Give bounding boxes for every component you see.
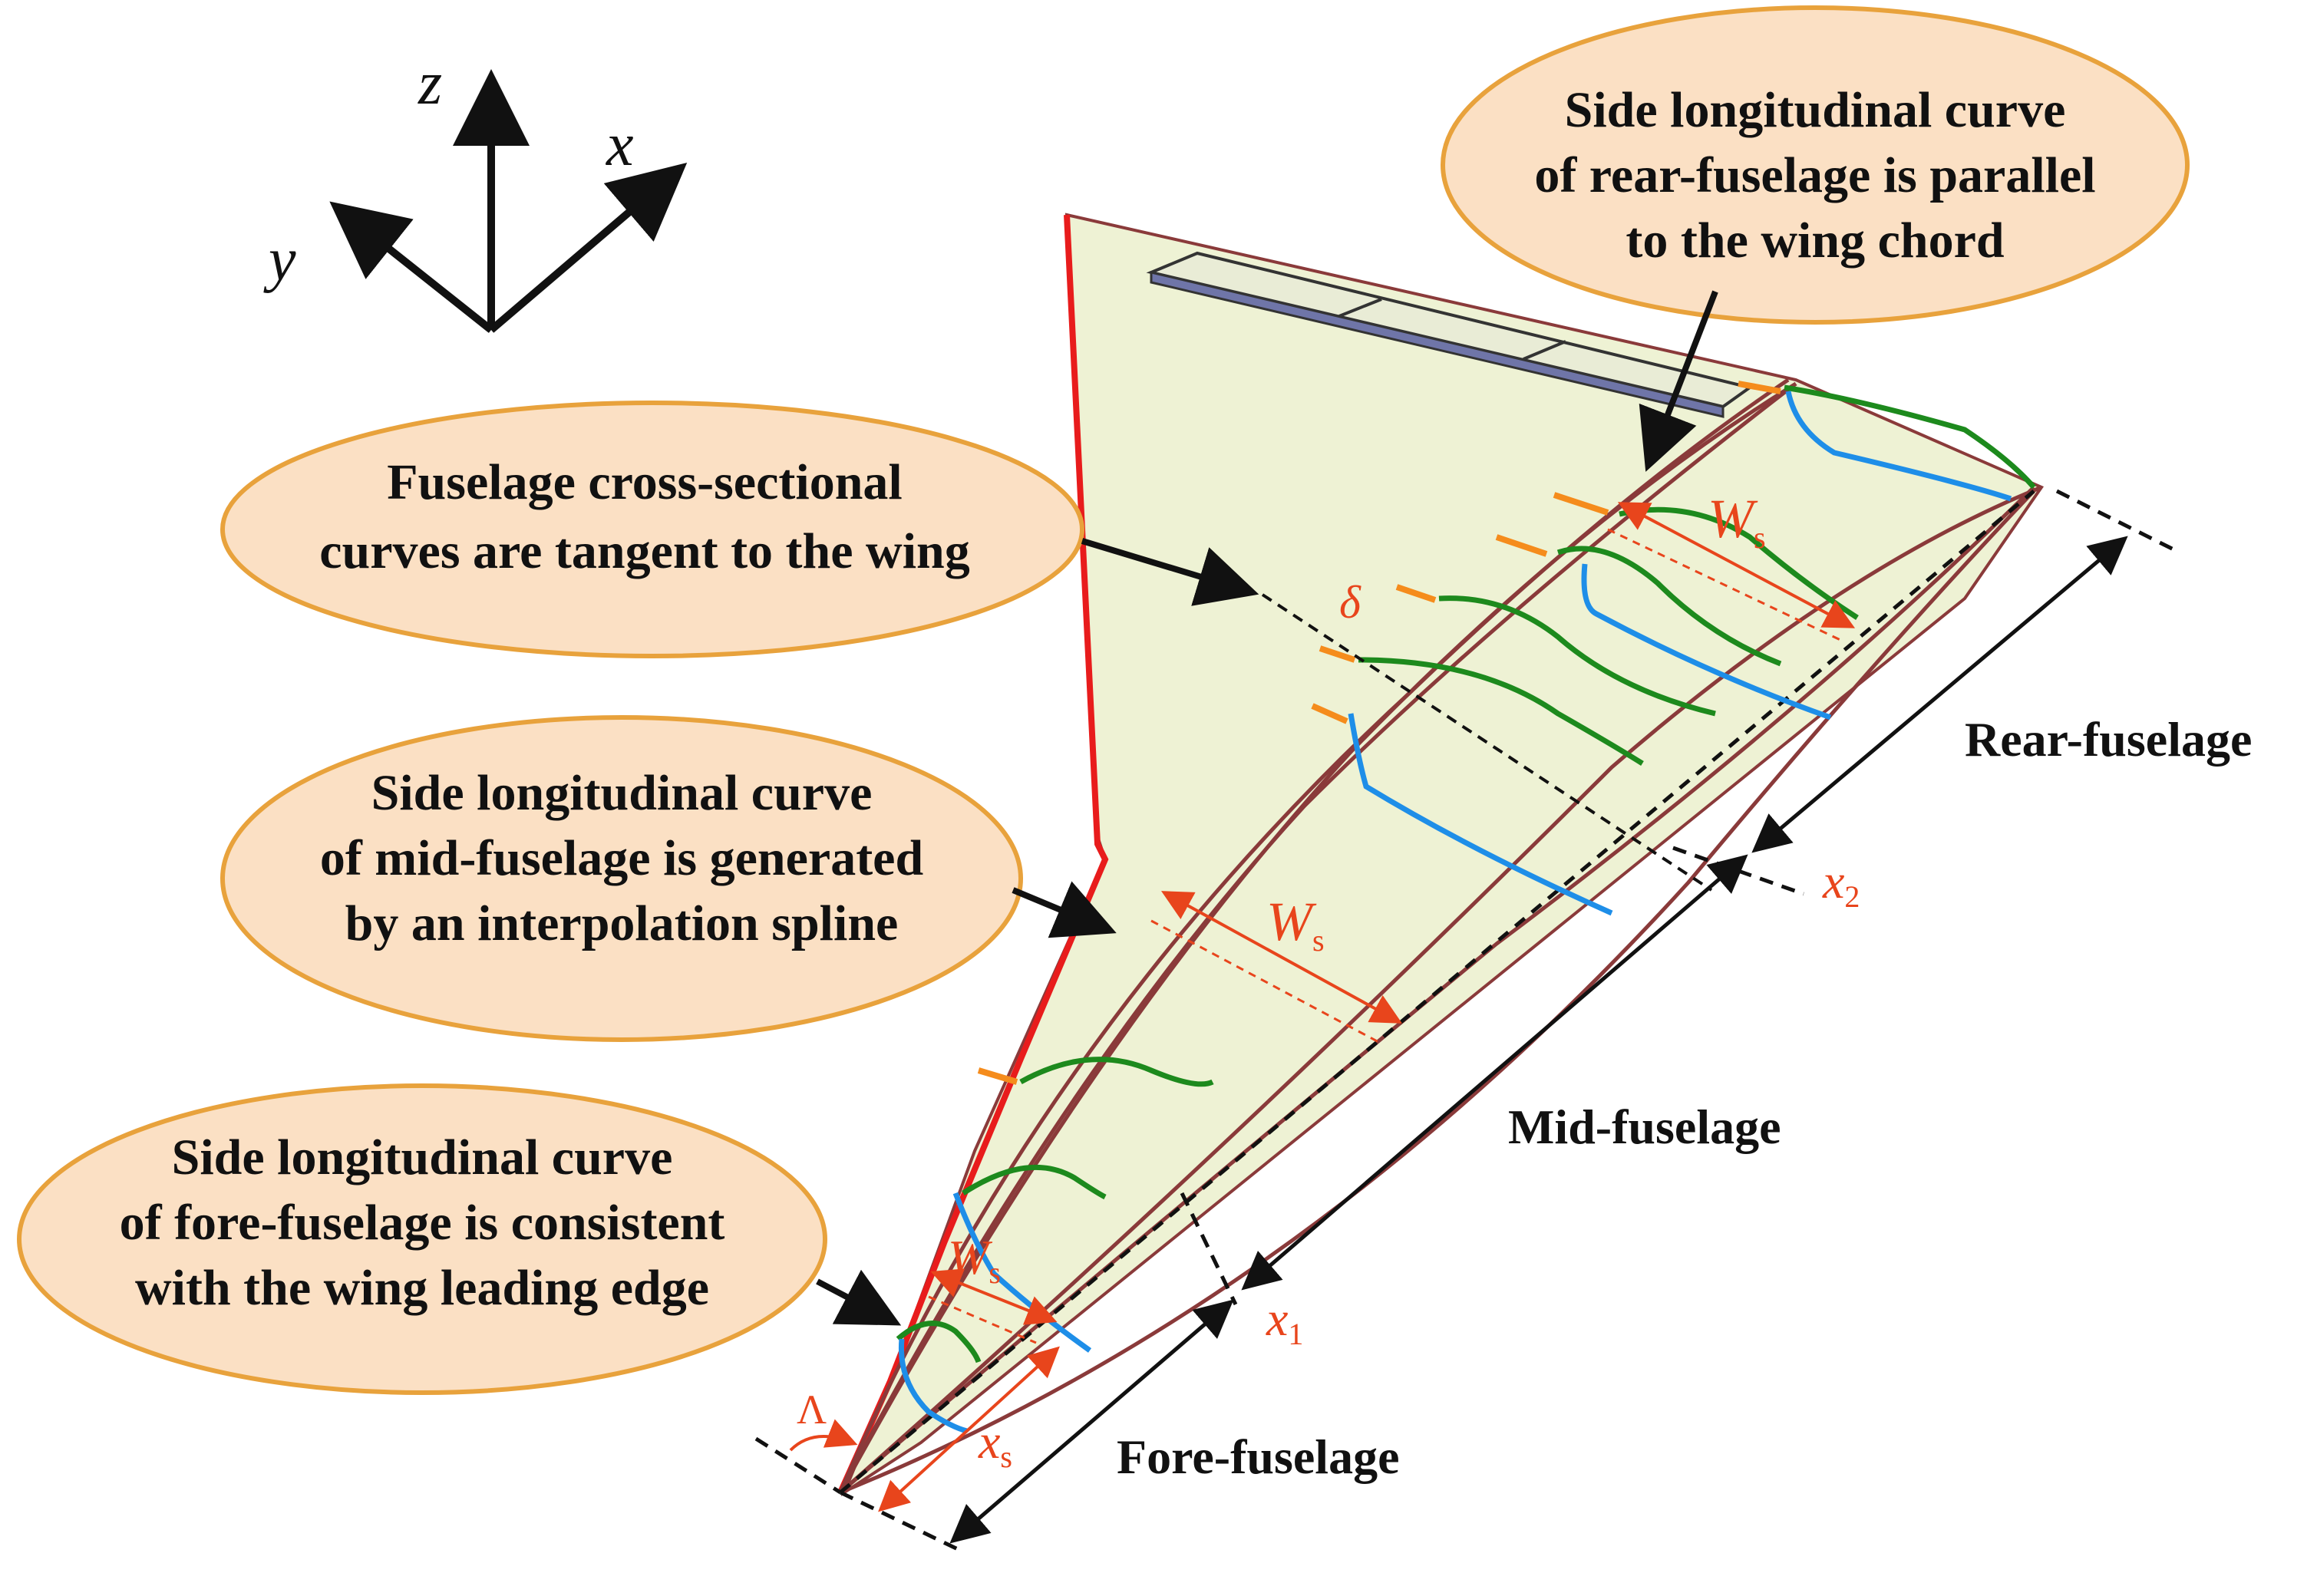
- callout-fore-line-1: Side longitudinal curve: [172, 1129, 673, 1185]
- x1-label: x1: [1266, 1291, 1303, 1351]
- callout-rear-line-1: Side longitudinal curve: [1565, 82, 2066, 138]
- callout-mid-line-3: by an interpolation spline: [345, 895, 899, 951]
- math-symbols: Ws Ws Ws δ x2 x1 xs Λ: [797, 488, 1860, 1474]
- callout-mid-line-1: Side longitudinal curve: [371, 765, 873, 821]
- tangent-marks: [977, 381, 1781, 1085]
- delta-label: δ: [1339, 577, 1361, 628]
- rear-fuselage-label: Rear-fuselage: [1965, 712, 2252, 767]
- callout-tangent: Fuselage cross-sectional curves are tang…: [220, 401, 1259, 658]
- fore-fuselage-label: Fore-fuselage: [1117, 1429, 1399, 1484]
- ws-fore-label: Ws: [948, 1230, 1001, 1290]
- callout-fore-line-3: with the wing leading edge: [135, 1260, 709, 1316]
- ws-rear-label: Ws: [1708, 488, 1766, 555]
- mid-fuselage-label: Mid-fuselage: [1508, 1100, 1781, 1154]
- callout-fore: Side longitudinal curve of fore-fuselage…: [17, 1083, 902, 1395]
- x-axis: [488, 163, 688, 333]
- xs-label: xs: [978, 1414, 1012, 1474]
- y-axis: [329, 201, 494, 333]
- mid-fuselage-dimension: [1241, 854, 1748, 1291]
- width-dimensions: [789, 502, 1856, 1512]
- z-axis-label: z: [418, 50, 442, 117]
- callout-fore-line-2: of fore-fuselage is consistent: [120, 1195, 725, 1251]
- lambda-label: Λ: [797, 1387, 827, 1433]
- x-axis-label: x: [606, 111, 634, 179]
- section-labels: Rear-fuselage Mid-fuselage Fore-fuselage: [1117, 712, 2252, 1484]
- sweep-angle-arc: [789, 1419, 858, 1452]
- callout-mid-line-2: of mid-fuselage is generated: [320, 830, 923, 886]
- xs-dimension: [878, 1346, 1060, 1512]
- trailing-edge-flap: [1146, 251, 1754, 418]
- callout-mid: Side longitudinal curve of mid-fuselage …: [220, 715, 1117, 1042]
- coordinate-axes: z x y: [263, 50, 688, 333]
- wing-body: [837, 213, 2045, 1497]
- callout-tangent-line-1: Fuselage cross-sectional: [387, 454, 903, 510]
- callout-rear: Side longitudinal curve of rear-fuselage…: [1441, 5, 2190, 472]
- cross-section-curves: [896, 384, 2036, 1364]
- x2-label: x2: [1822, 854, 1860, 914]
- callout-rear-line-3: to the wing chord: [1626, 213, 2004, 269]
- rear-fuselage-dimension: [1751, 536, 2128, 853]
- callout-tangent-line-2: curves are tangent to the wing: [319, 523, 970, 579]
- tangent-dashed-line: [1261, 593, 1713, 892]
- callout-rear-line-2: of rear-fuselage is parallel: [1534, 147, 2095, 203]
- y-axis-label: y: [263, 226, 296, 294]
- ws-mid-label: Ws: [1266, 891, 1325, 958]
